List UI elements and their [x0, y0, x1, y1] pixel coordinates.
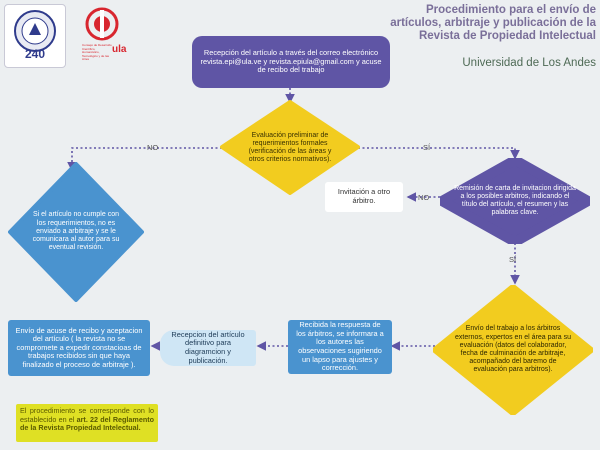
acknowledgement-node: Envío de acuse de recibo y aceptacion de…	[8, 320, 150, 376]
university-seal-logo: 240	[4, 4, 66, 68]
final-reception-node: Recepcion del artículo definitivo para d…	[160, 330, 256, 366]
evaluation-decision: Evaluación preliminar de requerimientos …	[220, 100, 360, 195]
page-subtitle: Universidad de Los Andes	[462, 57, 596, 69]
start-node-text: Recepción del artículo a través del corr…	[200, 48, 382, 75]
regulation-note-reference: art. 22 del Reglamento de la Revista Pro…	[20, 414, 154, 433]
arrow-evaluation-si	[340, 147, 520, 160]
label-si-send: SÍ	[509, 255, 517, 264]
invitation-text: Remisión de carta de invitacion dirigida…	[454, 184, 576, 217]
regulation-note: El procedimiento se corresponde con lo e…	[16, 404, 158, 442]
received-response-text: Recibida la respuesta de los árbitros, s…	[296, 320, 384, 373]
invite-other-node: Invitación a otro árbitro.	[325, 182, 403, 212]
reject-decision: Si el artículo no cumple con los requeri…	[8, 162, 144, 302]
evaluation-text: Evaluación preliminar de requerimientos …	[248, 132, 332, 163]
regulation-note-text: El procedimiento se corresponde con lo e…	[20, 406, 154, 424]
logo-caption: Consejo de Desarrollo Científico, Humaní…	[82, 43, 112, 61]
invite-other-text: Invitación a otro árbitro.	[337, 187, 391, 205]
label-no-reject: NO	[147, 143, 159, 152]
start-node: Recepción del artículo a través del corr…	[192, 36, 390, 88]
acknowledgement-text: Envío de acuse de recibo y aceptacion de…	[15, 325, 143, 369]
label-si-continue: SÍ	[423, 143, 431, 152]
anniversary-badge: 240	[24, 47, 46, 61]
final-reception-text: Recepcion del artículo definitivo para d…	[171, 329, 245, 365]
ula-wordmark: ula	[112, 44, 127, 55]
arrow-evaluation-no	[67, 147, 240, 172]
reject-text: Si el artículo no cumple con los requeri…	[32, 211, 120, 252]
ula-cdcht-logo: Consejo de Desarrollo Científico, Humaní…	[80, 6, 130, 64]
send-referees-text: Envío del trabajo a los árbitros externo…	[455, 325, 571, 374]
send-referees-decision: Envío del trabajo a los árbitros externo…	[433, 285, 593, 415]
invitation-node: Remisión de carta de invitacion dirigida…	[440, 158, 590, 244]
label-no-invite: NO	[418, 193, 430, 202]
received-response-node: Recibida la respuesta de los árbitros, s…	[288, 320, 392, 374]
page-title: Procedimiento para el envío de artículos…	[390, 4, 596, 42]
